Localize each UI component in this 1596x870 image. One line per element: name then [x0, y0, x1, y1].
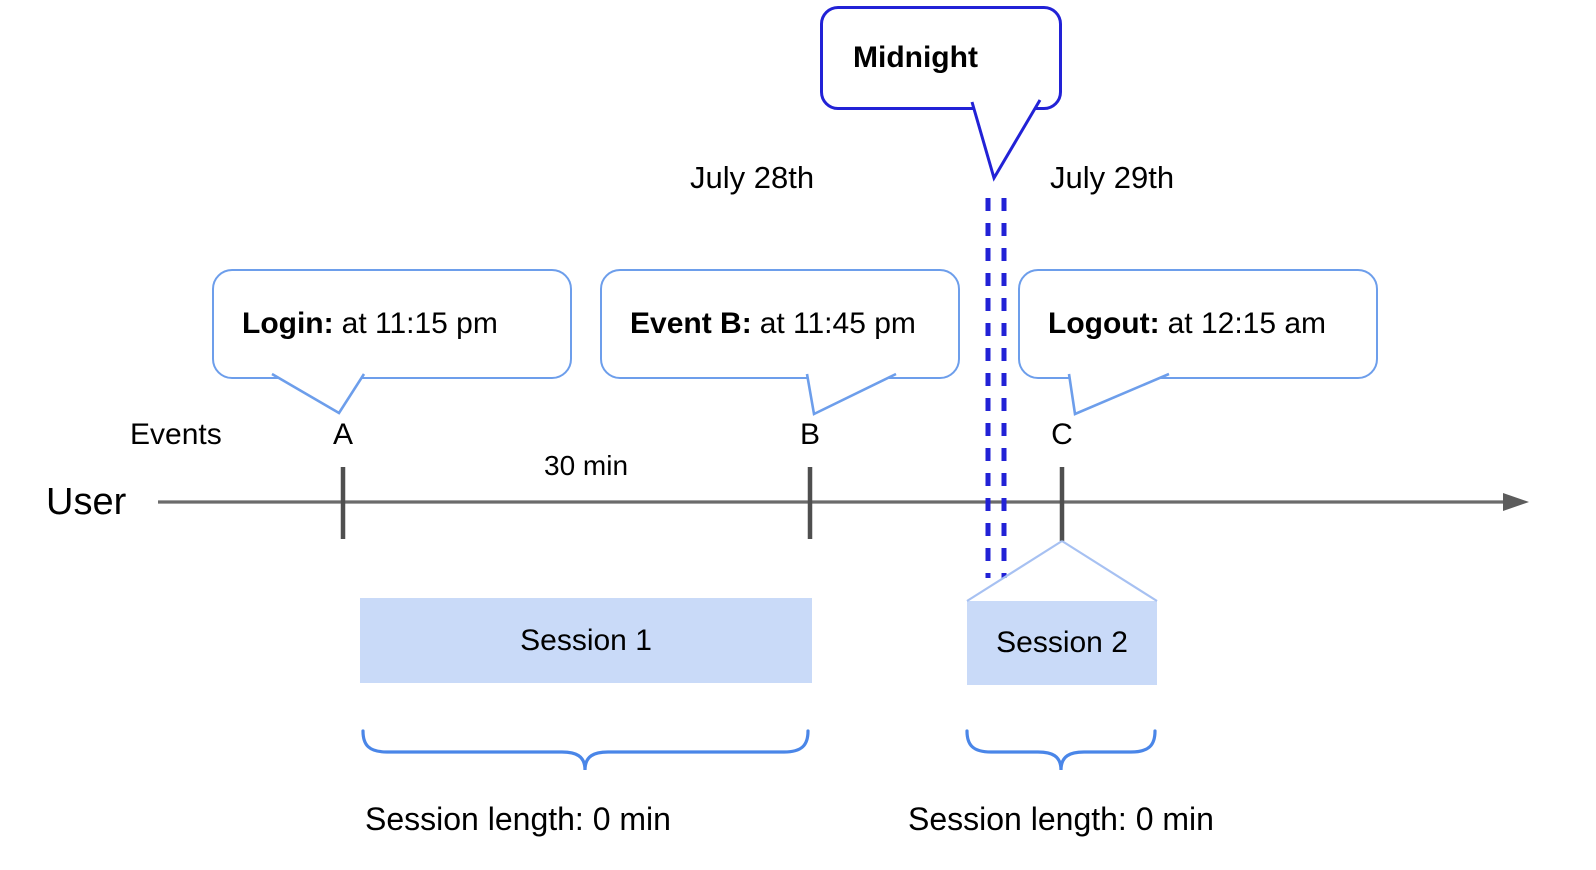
event-mark-a: A: [332, 418, 353, 451]
interval-30min-label: 30 min: [544, 450, 629, 481]
timeline-arrowhead-icon: [1503, 493, 1529, 511]
session-1-brace: [361, 729, 810, 771]
event-b-callout-tail: [805, 372, 897, 416]
login-callout-tail: [271, 372, 366, 415]
user-row-label: User: [46, 481, 127, 523]
events-row-label: Events: [130, 418, 222, 451]
login-callout-time: at 11:15 pm: [341, 307, 498, 340]
session-2-brace: [965, 729, 1157, 771]
logout-callout-time: at 12:15 am: [1167, 307, 1327, 340]
midnight-label: Midnight: [853, 41, 978, 74]
session-1-length-label: Session length: 0 min: [365, 801, 671, 837]
session-2-box: Session 2: [967, 601, 1157, 685]
logout-callout-title: Logout:: [1048, 307, 1160, 340]
event-b-callout-time: at 11:45 pm: [759, 307, 916, 340]
midnight-callout-tail: [970, 99, 1042, 182]
midnight-callout-bubble: Midnight: [820, 6, 1062, 110]
logout-callout-tail: [1067, 372, 1170, 416]
logout-callout-bubble: Logout: at 12:15 am: [1018, 269, 1378, 379]
session-2-label: Session 2: [996, 626, 1128, 659]
login-callout-bubble: Login: at 11:15 pm: [212, 269, 572, 379]
session-2-funnel: [966, 540, 1158, 602]
session-2-length-label: Session length: 0 min: [908, 801, 1214, 837]
login-callout-title: Login:: [242, 307, 334, 340]
date-label-july-29: July 29th: [1050, 160, 1175, 195]
event-b-callout-title: Event B:: [630, 307, 752, 340]
event-b-callout-bubble: Event B: at 11:45 pm: [600, 269, 960, 379]
session-1-label: Session 1: [520, 623, 652, 657]
date-label-july-28: July 28th: [690, 160, 815, 195]
event-mark-b: B: [799, 418, 820, 451]
event-mark-c: C: [1051, 418, 1073, 451]
session-1-box: Session 1: [360, 598, 812, 683]
